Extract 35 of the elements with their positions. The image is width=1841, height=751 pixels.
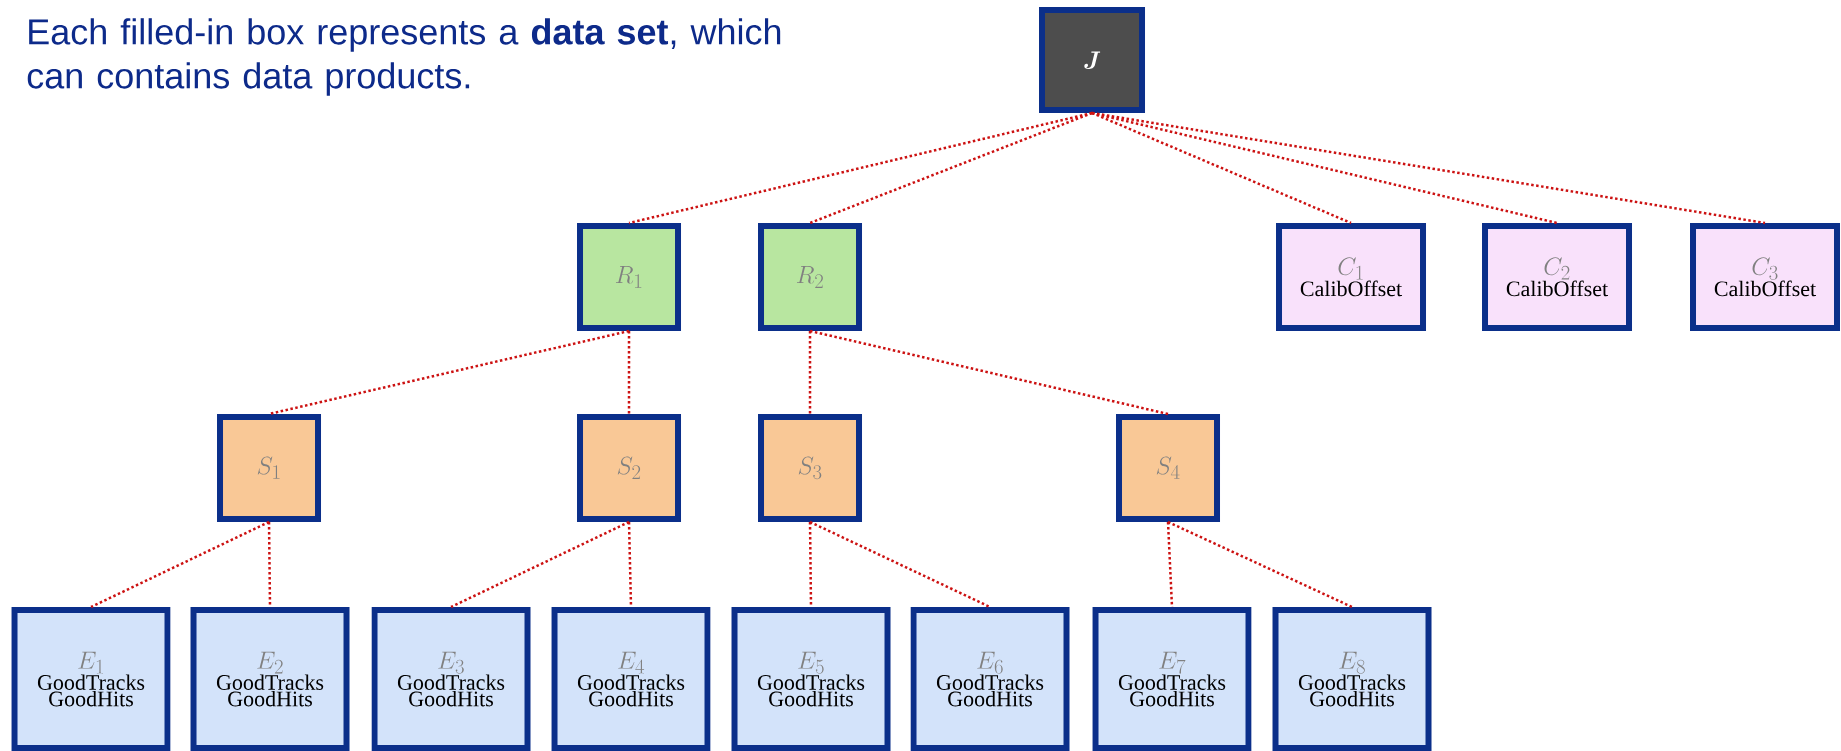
- connector-line: [1091, 111, 1558, 225]
- data-set-box: $S_4$: [1116, 414, 1220, 522]
- data-set-box: $E_1$ GoodTracks GoodHits: [11, 607, 171, 751]
- data-set-box: $E_6$ GoodTracks GoodHits: [910, 607, 1070, 751]
- connector-line: [809, 520, 991, 609]
- connector-line: [267, 521, 272, 607]
- connector-line: [450, 520, 630, 609]
- connector-line: [268, 329, 630, 416]
- data-set-box: $R_1$: [577, 223, 681, 331]
- data-set-box: $R_2$: [758, 223, 862, 331]
- connector-line: [809, 111, 1093, 225]
- connector-line: [1091, 111, 1352, 225]
- connector-line: [1091, 111, 1766, 225]
- data-set-box: $S_2$: [577, 414, 681, 522]
- connector-line: [808, 521, 813, 607]
- connector-line: [628, 111, 1093, 225]
- connector-line: [90, 520, 270, 609]
- data-set-box: $E_5$ GoodTracks GoodHits: [731, 607, 891, 751]
- data-set-box: $E_4$ GoodTracks GoodHits: [551, 607, 711, 751]
- connector-line: [627, 331, 631, 414]
- connector-line: [1167, 520, 1353, 609]
- caption-text: Each filled-in box represents a data set, which can contains data products.: [27, 18, 781, 96]
- data-set-box: $E_2$ GoodTracks GoodHits: [190, 607, 350, 751]
- data-set-box: $E_3$ GoodTracks GoodHits: [371, 607, 531, 751]
- connector-line: [809, 329, 1169, 416]
- data-set-box: $E_8$ GoodTracks GoodHits: [1272, 607, 1432, 751]
- data-set-box: $S_3$: [758, 414, 862, 522]
- root-box: $J$: [1039, 7, 1145, 113]
- data-set-box: $E_7$ GoodTracks GoodHits: [1092, 607, 1252, 751]
- data-set-box: $C_3$ CalibOffset: [1690, 223, 1840, 331]
- data-set-box: $C_2$ CalibOffset: [1482, 223, 1632, 331]
- data-set-box: $C_1$ CalibOffset: [1276, 223, 1426, 331]
- data-set-box: $S_1$: [217, 414, 321, 522]
- connector-line: [808, 331, 812, 414]
- connector-line: [627, 521, 633, 607]
